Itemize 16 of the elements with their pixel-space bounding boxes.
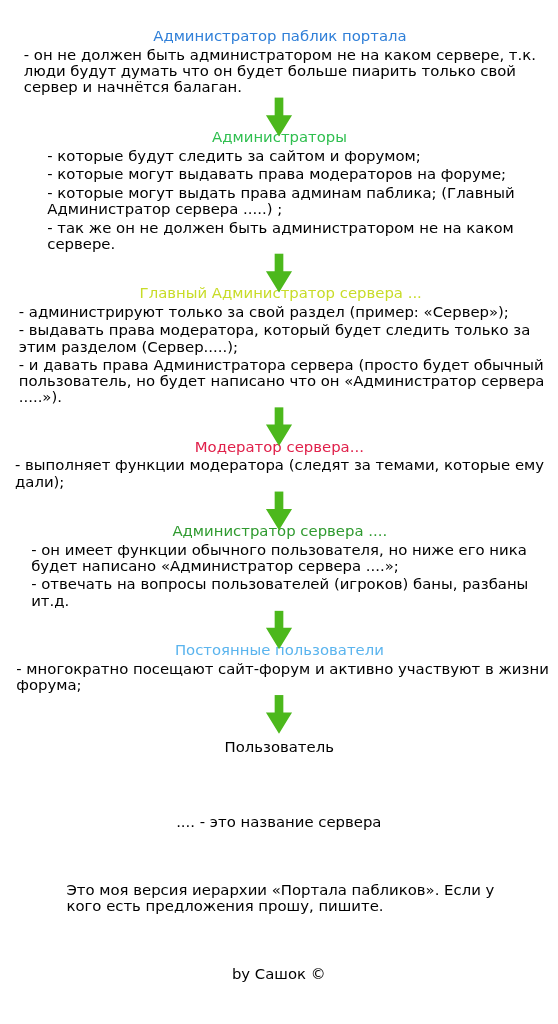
arrow <box>265 610 293 649</box>
node-text: Пользователь <box>224 737 334 756</box>
arrow <box>265 253 293 293</box>
node-text: Администратор паблик портала - он не должен быть администратором не на каком сервере, т.к. люди будут думать что он будет больше пиарить только свой сервер и начнётся балаган. <box>23 26 536 96</box>
node-text: Постоянные пользователи - многократно посещают сайт-форум и активно участвуют в жизни форума; <box>16 640 549 694</box>
label: Это моя версия иерархии «Портала пабликов». Если у кого есть предложения прошу, пишите. <box>66 880 495 915</box>
node-text: Модератор сервера... - выполняет функции модератора (следят за темами, которые ему дали); <box>15 437 545 491</box>
arrow <box>265 694 293 734</box>
node-text: Главный Администратор сервера ... - администрируют только за свой раздел (пример: «Сервер»); - выдавать права модератора, который будет следить только за этим разделом (Сервер.....); - и давать права Администратора сервера (просто будет обычный пользователь, но будет написано что он «Администратор сервера .....»). <box>18 283 545 406</box>
node-text: Администраторы - которые будут следить за сайтом и форумом; - которые могут выдавать права модераторов на форуме; - которые могут выдать права админам паблика; (Главный Администратор сервера .....) ; - так же он не должен быть администратором не на каком сервере. <box>47 127 515 253</box>
arrow <box>265 406 293 446</box>
label: by Сашок © <box>231 964 326 983</box>
label: .... - это название сервера <box>176 812 382 831</box>
node-text: Администратор сервера .... - он имеет функции обычного пользователя, но ниже его ника будет написано «Администратор сервера ....»; - отвечать на вопросы пользователей (игроков) баны, разбаны ит.д. <box>31 521 529 610</box>
arrow <box>265 491 293 530</box>
arrow <box>265 97 293 136</box>
